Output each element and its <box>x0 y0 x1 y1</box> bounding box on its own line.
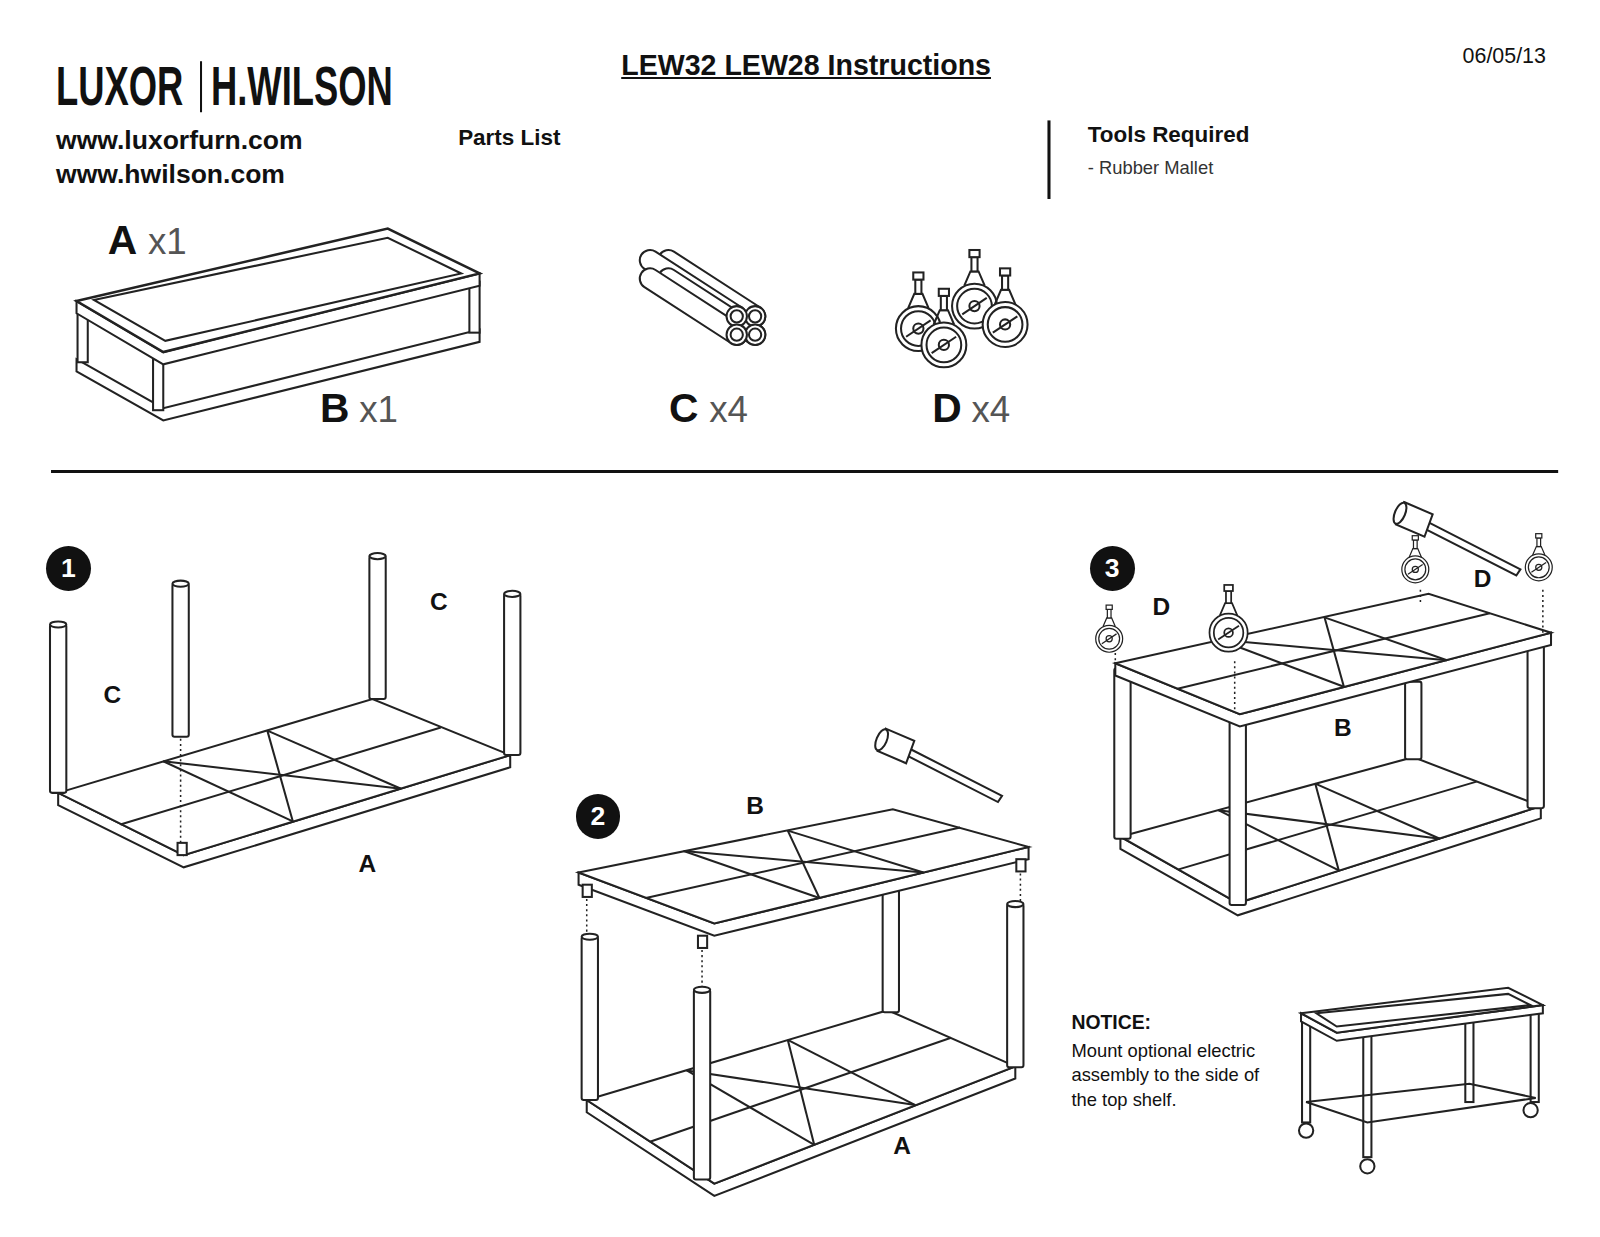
callout-letter: B <box>1334 716 1352 740</box>
section-heading: Tools Required <box>1088 124 1250 146</box>
notice-text: Mount optional electric assembly to the … <box>1071 1039 1287 1112</box>
step-number: 1 <box>61 555 76 582</box>
step-number-circle: 2 <box>576 794 621 839</box>
part-letter: D <box>932 388 961 429</box>
page-title: LEW32 LEW28 Instructions <box>621 51 991 80</box>
part-letter: B <box>320 388 349 429</box>
logo-text: H.WILSON <box>211 59 393 114</box>
website-url: www.hwilson.com <box>56 161 285 188</box>
part-letter: A <box>108 220 137 261</box>
part-letter: C <box>669 388 698 429</box>
website-url: www.luxorfurn.com <box>56 127 303 154</box>
date: 06/05/13 <box>1463 46 1546 67</box>
notice-heading: NOTICE: <box>1071 1013 1151 1032</box>
callout-letter: D <box>1152 595 1170 619</box>
step-number-circle: 3 <box>1090 546 1135 591</box>
logo-text: LUXOR <box>56 59 183 114</box>
step-number: 3 <box>1105 555 1120 582</box>
step-number: 2 <box>591 803 606 830</box>
section-heading: Parts List <box>458 127 560 149</box>
callout-letter: C <box>103 683 121 707</box>
part-quantity: x4 <box>971 392 1010 429</box>
tool-item: - Rubber Mallet <box>1088 159 1214 177</box>
part-quantity: x4 <box>709 392 748 429</box>
part-quantity: x1 <box>148 224 187 261</box>
callout-letter: A <box>359 852 377 876</box>
callout-letter: C <box>430 590 448 614</box>
callout-letter: A <box>893 1134 911 1158</box>
part-quantity: x1 <box>359 392 398 429</box>
callout-letter: D <box>1474 567 1492 591</box>
step-number-circle: 1 <box>46 546 91 591</box>
callout-letter: B <box>746 794 764 818</box>
